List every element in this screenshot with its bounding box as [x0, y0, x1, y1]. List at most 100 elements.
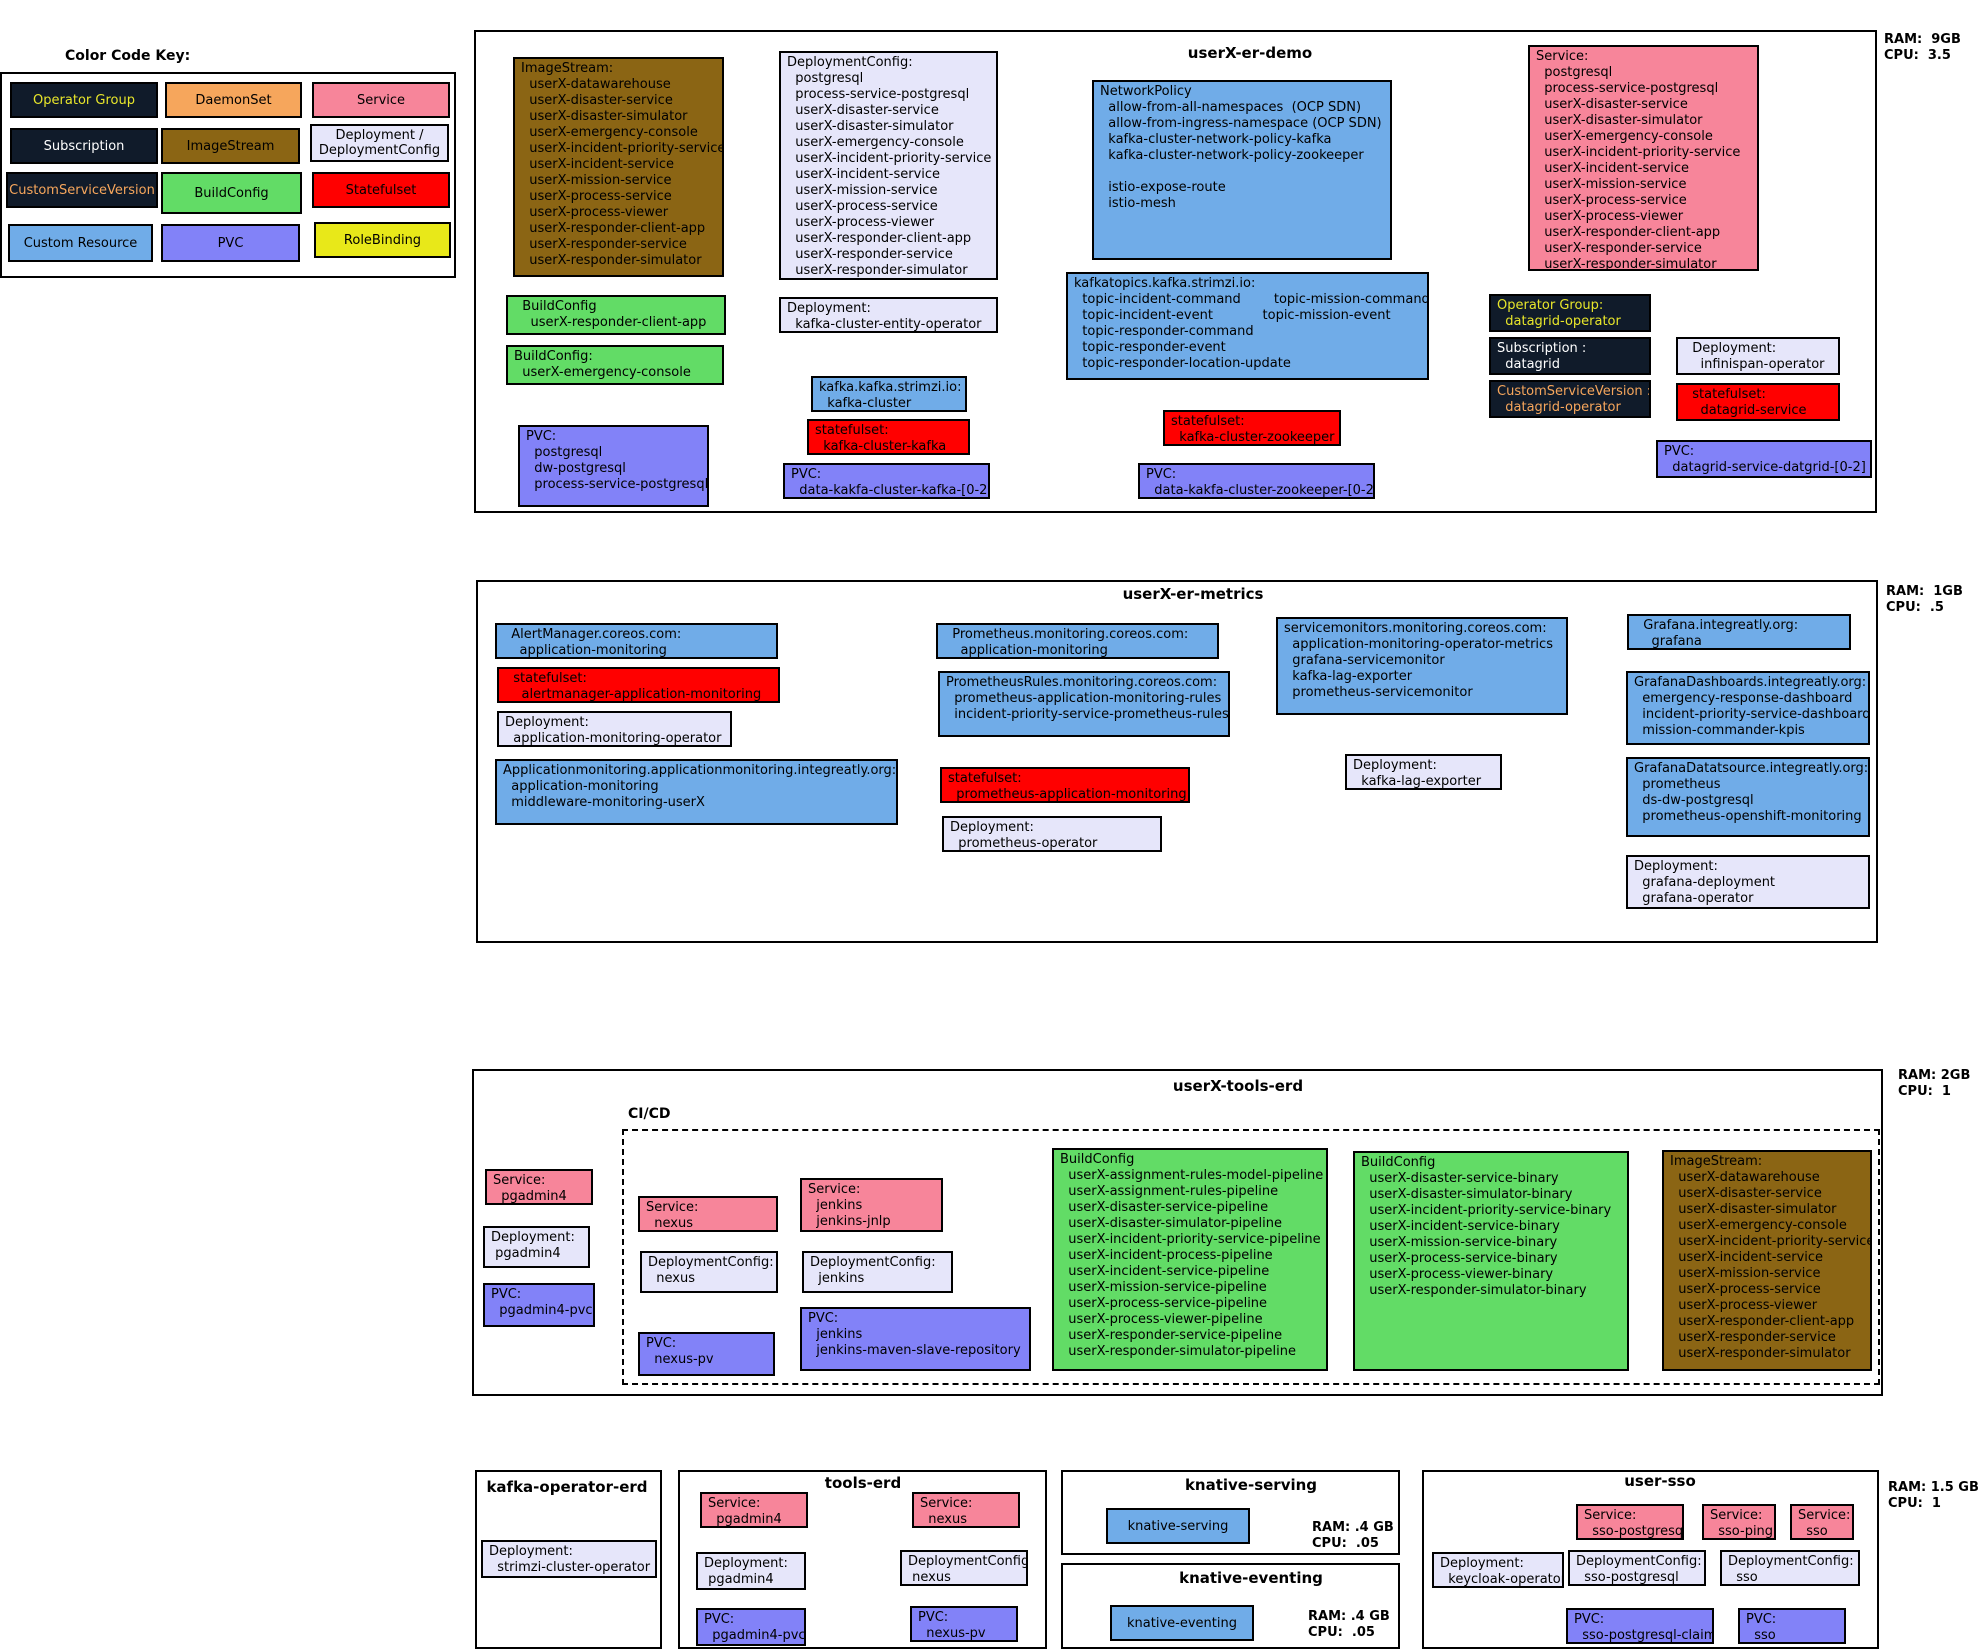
tools-erd-pvc-pgadmin: PVC: pgadmin4-pvc	[696, 1608, 806, 1646]
metrics-deployment-grafana: Deployment: grafana-deployment grafana-o…	[1626, 855, 1870, 909]
tools-resources: RAM: 2GB CPU: 1	[1898, 1068, 1971, 1099]
demo-pvc-postgresql: PVC: postgresql dw-postgresql process-se…	[518, 425, 709, 507]
metrics-deployment-appmon: Deployment: application-monitoring-opera…	[497, 711, 732, 747]
demo-operator-group: Operator Group: datagrid-operator	[1489, 294, 1651, 332]
demo-imagestream: ImageStream: userX-datawarehouse userX-d…	[513, 57, 724, 277]
tools-pvc-pgadmin: PVC: pgadmin4-pvc	[483, 1283, 595, 1327]
tools-deploymentconfig-nexus: DeploymentConfig: nexus	[640, 1251, 778, 1293]
demo-csv: CustomServiceVersion : datagrid-operator	[1489, 380, 1651, 418]
demo-statefulset-kafka: statefulset: kafka-cluster-kafka	[807, 419, 970, 455]
legend-custom-resource: Custom Resource	[8, 224, 153, 262]
demo-kafka-cr: kafka.kafka.strimzi.io: kafka-cluster	[811, 376, 967, 412]
namespace-title: knative-eventing	[1179, 1569, 1323, 1587]
metrics-alertmanager: AlertManager.coreos.com: application-mon…	[495, 623, 778, 659]
legend-csv: CustomServiceVersion	[6, 172, 158, 208]
namespace-title: tools-erd	[824, 1474, 902, 1492]
tools-pvc-jenkins: PVC: jenkins jenkins-maven-slave-reposit…	[800, 1307, 1031, 1371]
sso-deployment-keycloak: Deployment: keycloak-operator	[1432, 1552, 1564, 1588]
tools-erd-service-pgadmin: Service: pgadmin4	[700, 1492, 808, 1528]
demo-kafkatopics: kafkatopics.kafka.strimzi.io: topic-inci…	[1066, 272, 1429, 380]
demo-buildconfig-console: BuildConfig: userX-emergency-console	[506, 345, 724, 385]
metrics-grafana-datasource: GrafanaDatatsource.integreatly.org: prom…	[1626, 757, 1870, 837]
demo-resources: RAM: 9GB CPU: 3.5	[1884, 32, 1961, 63]
namespace-knative-eventing: knative-eventing knative-eventing RAM: .…	[1061, 1563, 1400, 1649]
legend-buildconfig: BuildConfig	[161, 172, 302, 214]
demo-deployment-infinispan: Deployment: infinispan-operator	[1676, 337, 1840, 375]
legend-pvc: PVC	[161, 224, 300, 262]
legend-imagestream: ImageStream	[161, 128, 300, 164]
namespace-user-sso: user-sso Service: sso-postgresql Service…	[1422, 1470, 1879, 1649]
demo-deployment-entity-operator: Deployment: kafka-cluster-entity-operato…	[779, 297, 998, 333]
legend-panel: Operator Group DaemonSet Service Subscri…	[0, 72, 456, 278]
metrics-deployment-kafka-lag: Deployment: kafka-lag-exporter	[1345, 754, 1502, 790]
tools-erd-deploymentconfig-nexus: DeploymentConfig: nexus	[900, 1550, 1028, 1586]
knative-eventing-cr: knative-eventing	[1110, 1605, 1254, 1641]
tools-service-pgadmin: Service: pgadmin4	[485, 1169, 593, 1205]
namespace-knative-serving: knative-serving knative-serving RAM: .4 …	[1061, 1470, 1400, 1555]
metrics-prometheus: Prometheus.monitoring.coreos.com: applic…	[936, 623, 1219, 659]
sso-service-ping: Service: sso-ping	[1702, 1504, 1776, 1540]
tools-service-nexus: Service: nexus	[638, 1196, 778, 1232]
namespace-title: kafka-operator-erd	[486, 1478, 648, 1496]
namespace-tools-erd: userX-tools-erd Service: pgadmin4 Deploy…	[472, 1069, 1883, 1396]
knative-eventing-resources: RAM: .4 GB CPU: .05	[1308, 1609, 1390, 1640]
legend-service: Service	[312, 82, 450, 118]
cicd-label: CI/CD	[628, 1106, 671, 1122]
namespace-title: userX-tools-erd	[1172, 1077, 1304, 1095]
sso-deploymentconfig-postgresql: DeploymentConfig: sso-postgresql	[1568, 1550, 1706, 1586]
metrics-prometheusrules: PrometheusRules.monitoring.coreos.com: p…	[938, 671, 1230, 737]
namespace-title: userX-er-metrics	[1122, 585, 1264, 603]
knative-serving-cr: knative-serving	[1106, 1508, 1250, 1544]
demo-statefulset-datagrid: statefulset: datagrid-service	[1676, 383, 1840, 421]
sso-service-postgresql: Service: sso-postgresql	[1576, 1504, 1684, 1540]
tools-buildconfig-binaries: BuildConfig userX-disaster-service-binar…	[1353, 1151, 1629, 1371]
legend-statefulset: Statefulset	[312, 172, 450, 208]
legend-subscription: Subscription	[10, 128, 158, 164]
tools-deployment-pgadmin: Deployment: pgadmin4	[483, 1226, 590, 1268]
tools-erd-service-nexus: Service: nexus	[912, 1492, 1020, 1528]
metrics-deployment-prometheus-operator: Deployment: prometheus-operator	[942, 816, 1162, 852]
sso-service-sso: Service: sso	[1790, 1504, 1854, 1540]
cicd-group	[622, 1129, 1880, 1385]
namespace-er-metrics: userX-er-metrics AlertManager.coreos.com…	[476, 580, 1878, 943]
namespace-title: knative-serving	[1184, 1476, 1318, 1494]
demo-pvc-datagrid: PVC: datagrid-service-datgrid-[0-2]	[1656, 440, 1872, 478]
namespace-kafka-operator-erd: kafka-operator-erd Deployment: strimzi-c…	[475, 1470, 662, 1649]
demo-pvc-zookeeper: PVC: data-kakfa-cluster-zookeeper-[0-2]	[1138, 463, 1375, 499]
knative-serving-resources: RAM: .4 GB CPU: .05	[1312, 1520, 1394, 1551]
legend-operator-group: Operator Group	[10, 82, 158, 118]
demo-networkpolicy: NetworkPolicy allow-from-all-namespaces …	[1092, 80, 1392, 260]
namespace-title: user-sso	[1624, 1472, 1696, 1490]
metrics-statefulset-alertmanager: statefulset: alertmanager-application-mo…	[497, 667, 780, 703]
demo-service-list: Service: postgresql process-service-post…	[1528, 45, 1759, 271]
legend-daemonset: DaemonSet	[165, 82, 302, 118]
demo-statefulset-zookeeper: statefulset: kafka-cluster-zookeeper	[1163, 410, 1341, 446]
namespace-tools-erd-shared: tools-erd Service: pgadmin4 Service: nex…	[678, 1470, 1047, 1649]
tools-imagestream: ImageStream: userX-datawarehouse userX-d…	[1662, 1150, 1872, 1371]
sso-resources: RAM: 1.5 GB CPU: 1	[1888, 1480, 1979, 1511]
metrics-servicemonitors: servicemonitors.monitoring.coreos.com: a…	[1276, 617, 1568, 715]
demo-subscription: Subscription : datagrid	[1489, 337, 1651, 375]
kafka-op-deployment-strimzi: Deployment: strimzi-cluster-operator	[481, 1540, 657, 1578]
legend-deployment: Deployment / DeploymentConfig	[310, 124, 449, 162]
tools-service-jenkins: Service: jenkins jenkins-jnlp	[800, 1178, 943, 1232]
metrics-grafana: Grafana.integreatly.org: grafana	[1627, 614, 1851, 650]
metrics-applicationmonitoring: Applicationmonitoring.applicationmonitor…	[495, 759, 898, 825]
tools-deploymentconfig-jenkins: DeploymentConfig: jenkins	[802, 1251, 953, 1293]
legend-rolebinding: RoleBinding	[314, 222, 451, 258]
metrics-grafana-dashboards: GrafanaDashboards.integreatly.org: emerg…	[1626, 671, 1870, 745]
namespace-er-demo: userX-er-demo ImageStream: userX-datawar…	[474, 30, 1877, 513]
metrics-resources: RAM: 1GB CPU: .5	[1886, 584, 1963, 615]
sso-pvc-postgresql: PVC: sso-postgresql-claim	[1566, 1608, 1714, 1644]
legend-title: Color Code Key:	[65, 48, 191, 64]
namespace-title: userX-er-demo	[1187, 44, 1313, 62]
sso-pvc-sso: PVC: sso	[1738, 1608, 1846, 1644]
metrics-statefulset-prometheus: statefulset: prometheus-application-moni…	[940, 767, 1190, 803]
demo-pvc-kafka: PVC: data-kakfa-cluster-kafka-[0-2]	[783, 463, 990, 499]
tools-erd-pvc-nexus: PVC: nexus-pv	[910, 1606, 1018, 1642]
demo-buildconfig-responder: BuildConfig userX-responder-client-app	[506, 295, 726, 335]
sso-deploymentconfig-sso: DeploymentConfig: sso	[1720, 1550, 1860, 1586]
tools-erd-deployment-pgadmin: Deployment: pgadmin4	[696, 1552, 806, 1590]
tools-pvc-nexus: PVC: nexus-pv	[638, 1332, 775, 1376]
demo-deploymentconfig: DeploymentConfig: postgresql process-ser…	[779, 51, 998, 280]
